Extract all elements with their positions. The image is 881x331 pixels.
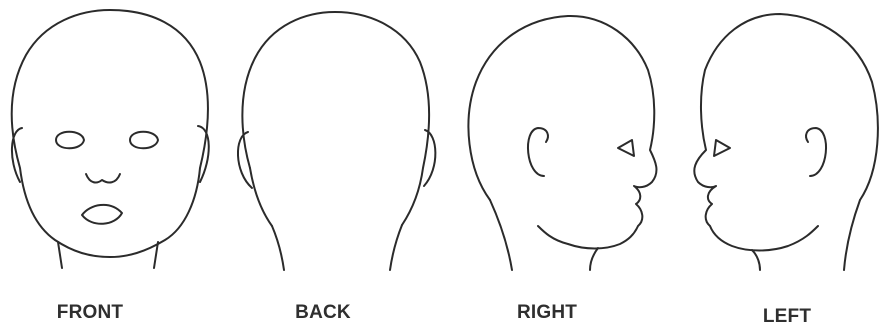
- back-view: [238, 12, 435, 270]
- right-neck-front: [590, 248, 598, 270]
- front-view: [12, 10, 209, 268]
- front-nose: [86, 174, 120, 182]
- left-neck-front: [752, 250, 760, 270]
- front-neck-left: [58, 242, 62, 268]
- back-neck-right: [390, 225, 402, 270]
- right-label: RIGHT: [517, 302, 577, 323]
- back-head-lower-left: [250, 168, 272, 226]
- right-ear: [528, 128, 548, 176]
- left-label: LEFT: [763, 306, 811, 327]
- back-head-outline: [242, 12, 429, 225]
- left-ear: [806, 128, 826, 176]
- right-eye: [618, 140, 634, 156]
- left-head-outline: [694, 14, 878, 251]
- front-mouth: [82, 205, 122, 224]
- front-label: FRONT: [57, 302, 124, 323]
- front-right-eye: [130, 132, 158, 149]
- left-eye: [714, 140, 730, 156]
- back-label: BACK: [295, 302, 351, 323]
- left-view: [694, 14, 878, 270]
- right-neck-back: [490, 200, 512, 270]
- right-view: [468, 16, 656, 270]
- front-head-outline: [12, 10, 208, 257]
- front-left-eye: [56, 132, 84, 149]
- left-neck-back: [844, 200, 860, 270]
- back-neck-left: [272, 226, 284, 270]
